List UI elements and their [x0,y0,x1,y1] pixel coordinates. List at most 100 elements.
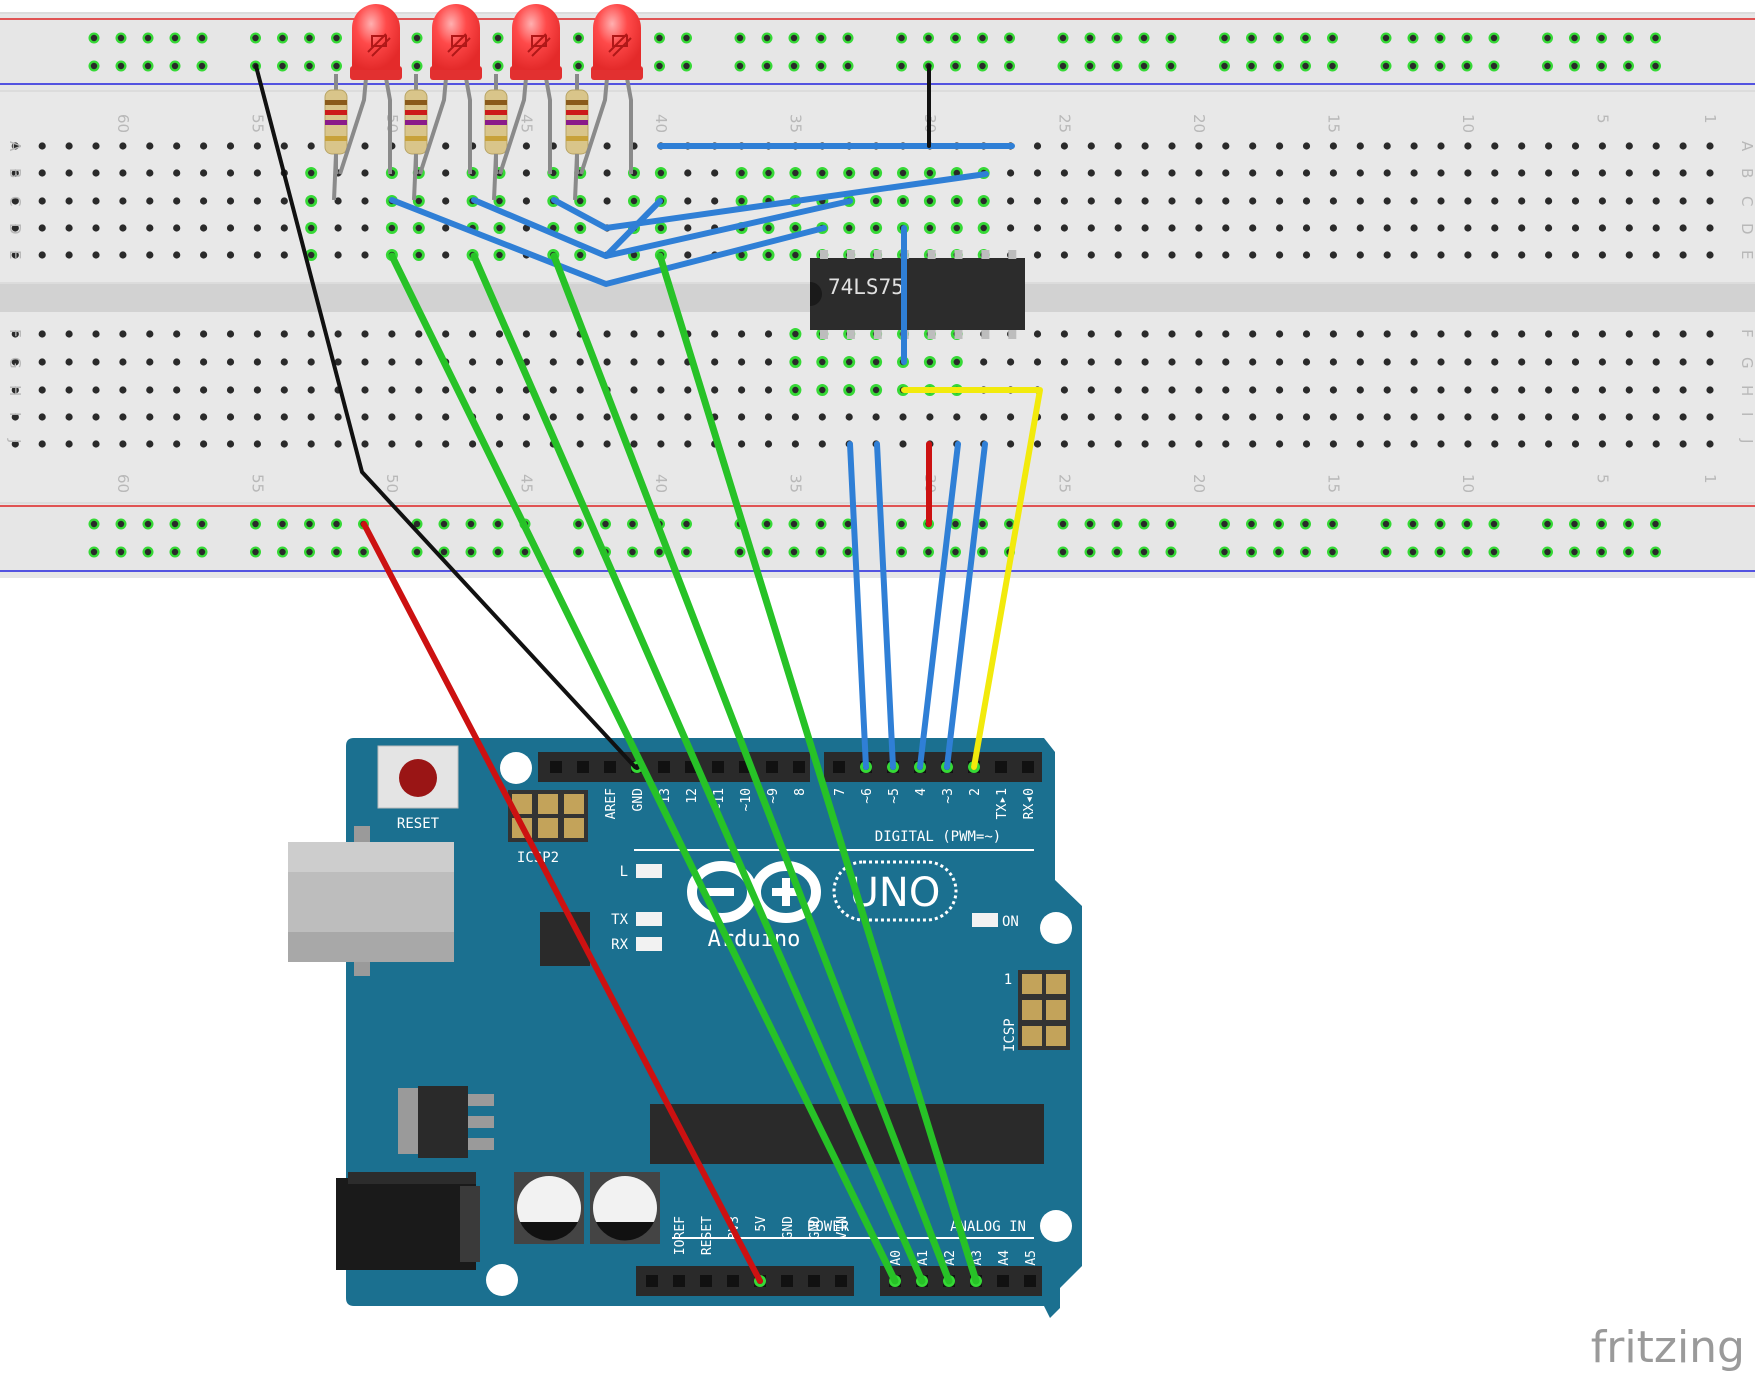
breadboard-hole [1652,197,1660,205]
usb-connector [288,826,454,976]
breadboard-hole [1652,142,1660,150]
breadboard-hole [1060,413,1068,421]
breadboard-hole [1141,251,1149,259]
led-tx-indicator [636,912,662,926]
breadboard-hole [1168,197,1176,205]
breadboard-hole [522,413,531,421]
breadboard-hole [280,251,288,259]
breadboard-hole [92,440,100,448]
breadboard-hole [1706,197,1714,205]
breadboard-hole [119,197,127,205]
breadboard-hole [253,386,261,394]
breadboard-hole [1276,386,1284,394]
breadboard-hole [1060,386,1068,394]
breadboard-hole [253,251,261,259]
breadboard-column-number: 15 [1324,474,1342,493]
breadboard-hole [253,169,261,177]
breadboard-hole [549,413,557,421]
breadboard-hole [119,169,127,177]
breadboard-hole [1464,330,1472,338]
breadboard-hole [1302,386,1311,394]
breadboard-row-letter: G [1738,357,1755,369]
breadboard-hole [1114,197,1122,205]
breadboard-hole [119,358,127,366]
breadboard-hole [253,358,261,366]
led-on-label: ON [1002,914,1019,930]
breadboard-hole [1706,142,1714,150]
breadboard-hole [522,197,531,205]
breadboard-hole [1356,224,1364,232]
breadboard-hole [1571,386,1580,394]
breadboard-hole [1114,142,1122,150]
breadboard-hole [1114,224,1122,232]
breadboard-column-number: 45 [517,474,535,493]
breadboard-hole [1545,251,1553,259]
breadboard-hole [1679,386,1687,394]
breadboard-hole [1087,413,1095,421]
reset-button[interactable] [377,745,459,809]
breadboard-hole [1222,142,1230,150]
breadboard-hole [1383,358,1391,366]
breadboard-hole [361,386,369,394]
breadboard-hole [307,413,315,421]
breadboard-hole [334,197,342,205]
breadboard-hole [200,440,208,448]
breadboard-hole [200,197,208,205]
breadboard-row-letter: E [1738,250,1755,259]
breadboard-hole [1464,413,1472,421]
breadboard-row-letter: H [6,385,24,396]
uno-logo-frame [832,860,958,922]
pin-label: TX▸1 [995,788,1010,819]
breadboard-hole [1195,169,1203,177]
breadboard-hole [711,330,719,338]
breadboard-hole [1033,358,1042,366]
breadboard-hole [280,197,288,205]
breadboard-hole [1410,197,1418,205]
breadboard-row-letter: D [1738,223,1755,235]
breadboard-hole [1518,386,1526,394]
breadboard-hole [388,413,396,421]
breadboard-row-letter: F [6,329,24,338]
breadboard-hole [1356,386,1364,394]
pin-label: 4 [914,788,929,796]
breadboard-hole [200,224,208,232]
breadboard-hole [1383,251,1391,259]
breadboard-hole [495,413,504,421]
breadboard-hole [603,197,611,205]
led-leg [544,77,552,174]
breadboard-hole [92,197,100,205]
breadboard-hole [576,413,584,421]
breadboard-hole [791,413,800,421]
breadboard-hole [1114,330,1122,338]
breadboard-hole [1518,224,1526,232]
breadboard-hole [92,413,100,421]
breadboard-hole [65,197,73,205]
breadboard-hole [1007,224,1015,232]
breadboard-hole [1222,169,1230,177]
breadboard-hole [1571,440,1580,448]
breadboard-hole [1518,358,1526,366]
breadboard-hole [388,440,396,448]
breadboard-hole [1087,330,1095,338]
breadboard-hole [1302,197,1311,205]
breadboard-hole [1518,440,1526,448]
pin-label: A4 [997,1250,1012,1266]
breadboard-hole [1195,440,1203,448]
breadboard-hole [388,358,396,366]
breadboard-hole [522,440,531,448]
breadboard-hole [1302,358,1311,366]
breadboard-hole [1545,169,1553,177]
breadboard-hole [1329,413,1337,421]
breadboard-hole [764,413,773,421]
breadboard-hole [1464,251,1472,259]
breadboard-hole [1033,440,1042,448]
breadboard-hole [684,224,692,232]
breadboard-hole [1598,224,1606,232]
breadboard-column-number: 25 [1055,474,1073,493]
breadboard-hole [11,386,19,394]
breadboard-hole [146,251,154,259]
breadboard-hole [1598,440,1606,448]
breadboard-hole [65,330,73,338]
breadboard-hole [1410,251,1418,259]
